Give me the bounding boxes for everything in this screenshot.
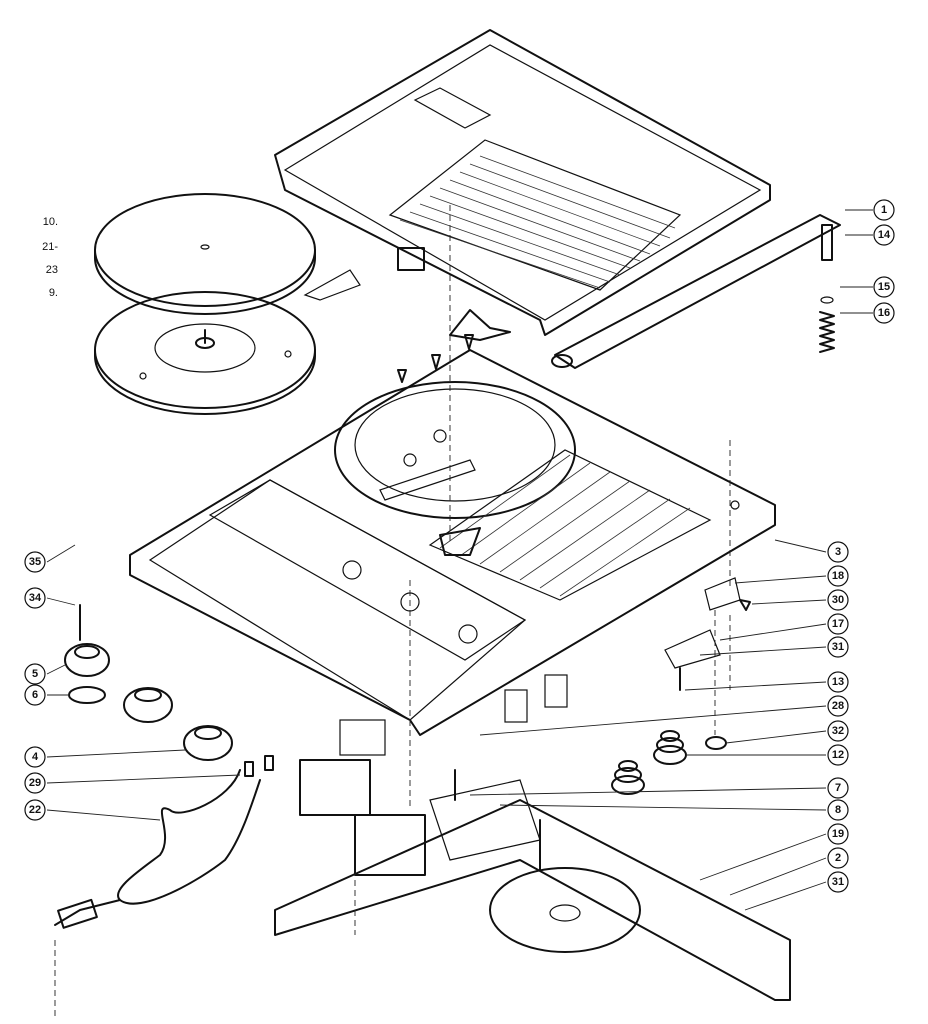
callout-18: 18 (827, 565, 849, 587)
power-cord (54, 769, 261, 929)
callouts: 1 14 15 16 3 18 30 17 31 13 28 32 12 7 8… (24, 199, 895, 893)
svg-text:15: 15 (878, 281, 890, 293)
knob-b (123, 687, 173, 723)
callout-35: 35 (24, 551, 46, 573)
label-9: 9. (49, 287, 58, 299)
callout-29: 29 (24, 772, 46, 794)
motor-assembly (299, 719, 541, 876)
callout-5: 5 (24, 663, 46, 685)
leader-lines (46, 209, 873, 911)
mounting-screws (397, 334, 474, 383)
callout-6: 6 (24, 684, 46, 706)
svg-text:29: 29 (29, 777, 41, 789)
callout-16: 16 (873, 302, 895, 324)
knob-4 (183, 725, 233, 761)
callout-32: 32 (827, 720, 849, 742)
svg-text:16: 16 (878, 307, 890, 319)
tone-arm-spring (819, 311, 835, 353)
knob-5 (64, 643, 110, 677)
callout-30: 30 (827, 589, 849, 611)
washer-6 (68, 686, 106, 704)
svg-text:14: 14 (878, 229, 891, 241)
dust-cover-lid (274, 29, 771, 336)
svg-text:6: 6 (32, 689, 38, 701)
switch-17 (664, 629, 721, 669)
svg-text:12: 12 (832, 749, 844, 761)
callout-15: 15 (873, 276, 895, 298)
svg-text:17: 17 (832, 618, 844, 630)
svg-text:31: 31 (832, 641, 844, 653)
callout-31b: 31 (827, 871, 849, 893)
svg-text:4: 4 (32, 751, 39, 763)
callout-22: 22 (24, 799, 46, 821)
svg-text:8: 8 (835, 804, 841, 816)
callout-4: 4 (24, 746, 46, 768)
svg-text:13: 13 (832, 676, 844, 688)
svg-text:18: 18 (832, 570, 844, 582)
svg-text:1: 1 (881, 204, 887, 216)
svg-text:7: 7 (835, 782, 841, 794)
svg-text:35: 35 (29, 556, 41, 568)
label-23: 23 (46, 264, 58, 276)
callout-8: 8 (827, 799, 849, 821)
bottom-chassis (274, 799, 791, 1001)
callout-12: 12 (827, 744, 849, 766)
clip-tabs (504, 674, 568, 723)
svg-text:28: 28 (832, 700, 844, 712)
tone-arm (551, 214, 841, 369)
turntable-mat (94, 193, 316, 315)
callout-28: 28 (827, 695, 849, 717)
main-deck-plate (129, 349, 776, 736)
washer-32 (705, 736, 727, 750)
terminal-screws (244, 755, 274, 777)
callout-34: 34 (24, 587, 46, 609)
label-21: 21- (42, 241, 58, 253)
bracket-18 (704, 577, 741, 611)
callout-13: 13 (827, 671, 849, 693)
svg-text:30: 30 (832, 594, 844, 606)
svg-text:2: 2 (835, 852, 841, 864)
arm-rest-knob (449, 309, 511, 341)
callout-31: 31 (827, 636, 849, 658)
svg-text:31: 31 (832, 876, 844, 888)
svg-text:22: 22 (29, 804, 41, 816)
label-10: 10. (43, 216, 58, 228)
svg-text:32: 32 (832, 725, 844, 737)
callout-19: 19 (827, 823, 849, 845)
svg-text:19: 19 (832, 828, 844, 840)
callout-1: 1 (873, 199, 895, 221)
svg-text:34: 34 (29, 592, 42, 604)
callout-2: 2 (827, 847, 849, 869)
screw-30 (739, 599, 751, 611)
callout-17: 17 (827, 613, 849, 635)
callout-7: 7 (827, 777, 849, 799)
adapter-clip (303, 269, 361, 301)
spring-12 (653, 730, 687, 765)
turntable-platter (94, 291, 316, 415)
alignment-lines (54, 205, 731, 1020)
plain-labels: 10. 21- 23 9. (42, 216, 58, 299)
callout-3: 3 (827, 541, 849, 563)
svg-text:3: 3 (835, 546, 841, 558)
svg-text:5: 5 (32, 668, 38, 680)
callout-14: 14 (873, 224, 895, 246)
spring-12b (611, 760, 645, 795)
